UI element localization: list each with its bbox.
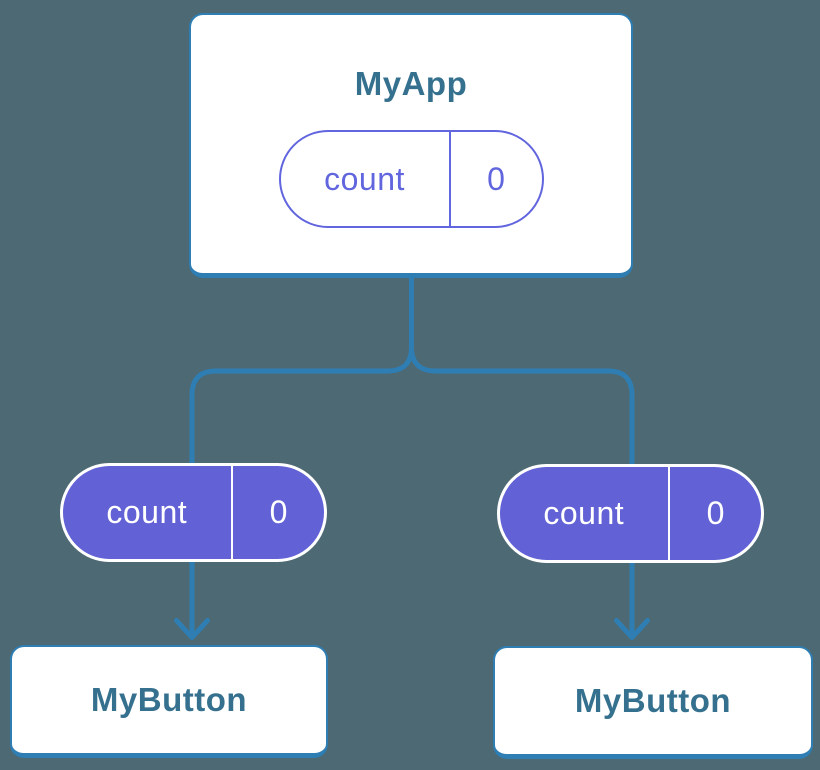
prop-pill-left: count 0	[60, 463, 327, 562]
node-title-mybutton-left: MyButton	[90, 681, 248, 718]
pill-divider	[230, 466, 233, 559]
state-value-label: 0	[487, 160, 505, 197]
pill-divider	[448, 132, 451, 226]
node-title-mybutton-right: MyButton	[574, 682, 732, 719]
arrowhead-right-icon	[614, 618, 650, 640]
state-pill-myapp: count 0	[278, 130, 544, 228]
prop-value-label: 0	[706, 495, 725, 531]
prop-name-label: count	[543, 495, 625, 531]
state-name-label: count	[324, 160, 405, 197]
pill-divider	[667, 467, 670, 560]
prop-pill-right: count 0	[497, 464, 764, 563]
arrowhead-left-icon	[174, 618, 210, 640]
prop-name-label: count	[106, 494, 188, 530]
node-card-mybutton-right: MyButton	[493, 646, 813, 759]
branch-right-connector	[409, 346, 635, 636]
node-title-myapp: MyApp	[354, 65, 468, 102]
node-card-mybutton-left: MyButton	[10, 645, 328, 758]
node-card-myapp: MyApp count 0	[189, 13, 633, 278]
branch-left-connector	[189, 270, 414, 636]
prop-value-label: 0	[269, 494, 288, 530]
